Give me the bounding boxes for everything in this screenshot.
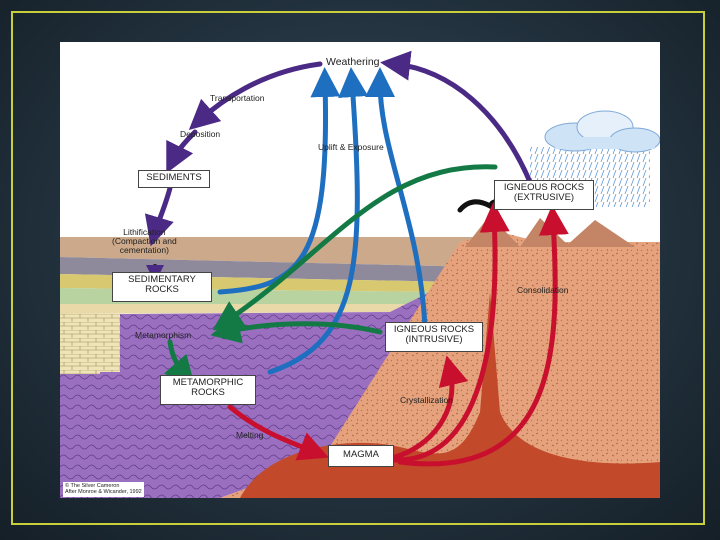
metamorphism-arrows: [163, 164, 498, 387]
uplift-label: Uplift & Exposure: [318, 142, 384, 152]
lithification-line2: (Compaction and: [112, 235, 177, 246]
igneous-extrusive-line2: (EXTRUSIVE): [513, 192, 575, 204]
igneous-intrusive-line1: IGNEOUS ROCKS: [393, 324, 475, 335]
deposition-label: Deposition: [180, 129, 221, 139]
rock-cycle-diagram: Weathering Transportation Deposition Upl…: [60, 42, 660, 498]
metamorphic-rocks-box: METAMORPHIC ROCKS: [160, 375, 256, 405]
credit-line2: After Monroe & Wicander, 1992: [65, 489, 142, 496]
surface-process-arrows: [144, 50, 533, 247]
crystallization-label: Crystallization: [400, 395, 453, 405]
metamorphic-line2: ROCKS: [191, 387, 225, 399]
image-credit: © The Silver Cameron After Monroe & Wica…: [63, 482, 144, 497]
sedimentary-line1: SEDIMENTARY: [128, 274, 196, 285]
diagram-art: [60, 50, 660, 498]
igneous-intrusive-box: IGNEOUS ROCKS (INTRUSIVE): [385, 322, 483, 352]
sedimentary-rocks-box: SEDIMENTARY ROCKS: [112, 272, 212, 302]
lithification-line3: cementation): [119, 244, 169, 255]
magma-box: MAGMA: [328, 445, 394, 467]
consolidation-label: Consolidation: [517, 285, 569, 295]
melting-label: Melting: [236, 430, 264, 440]
credit-line1: © The Silver Cameron: [65, 483, 120, 489]
slide-frame: [11, 11, 705, 525]
sediments-box: SEDIMENTS: [138, 170, 210, 188]
weathering-label: Weathering: [326, 56, 380, 68]
lithification-label: Lithification (Compaction and cementatio…: [112, 228, 177, 255]
igneous-arrows: [227, 202, 569, 467]
igneous-extrusive-line1: IGNEOUS ROCKS: [503, 182, 585, 193]
uplift-arrows: [217, 67, 428, 375]
igneous-intrusive-line2: (INTRUSIVE): [405, 334, 463, 346]
metamorphic-line1: METAMORPHIC: [172, 377, 244, 388]
metamorphism-label: Metamorphism: [135, 330, 192, 340]
sedimentary-line2: ROCKS: [145, 284, 179, 296]
igneous-extrusive-box: IGNEOUS ROCKS (EXTRUSIVE): [494, 180, 594, 210]
transportation-label: Transportation: [210, 93, 265, 103]
lithification-line1: Lithification: [123, 227, 166, 237]
